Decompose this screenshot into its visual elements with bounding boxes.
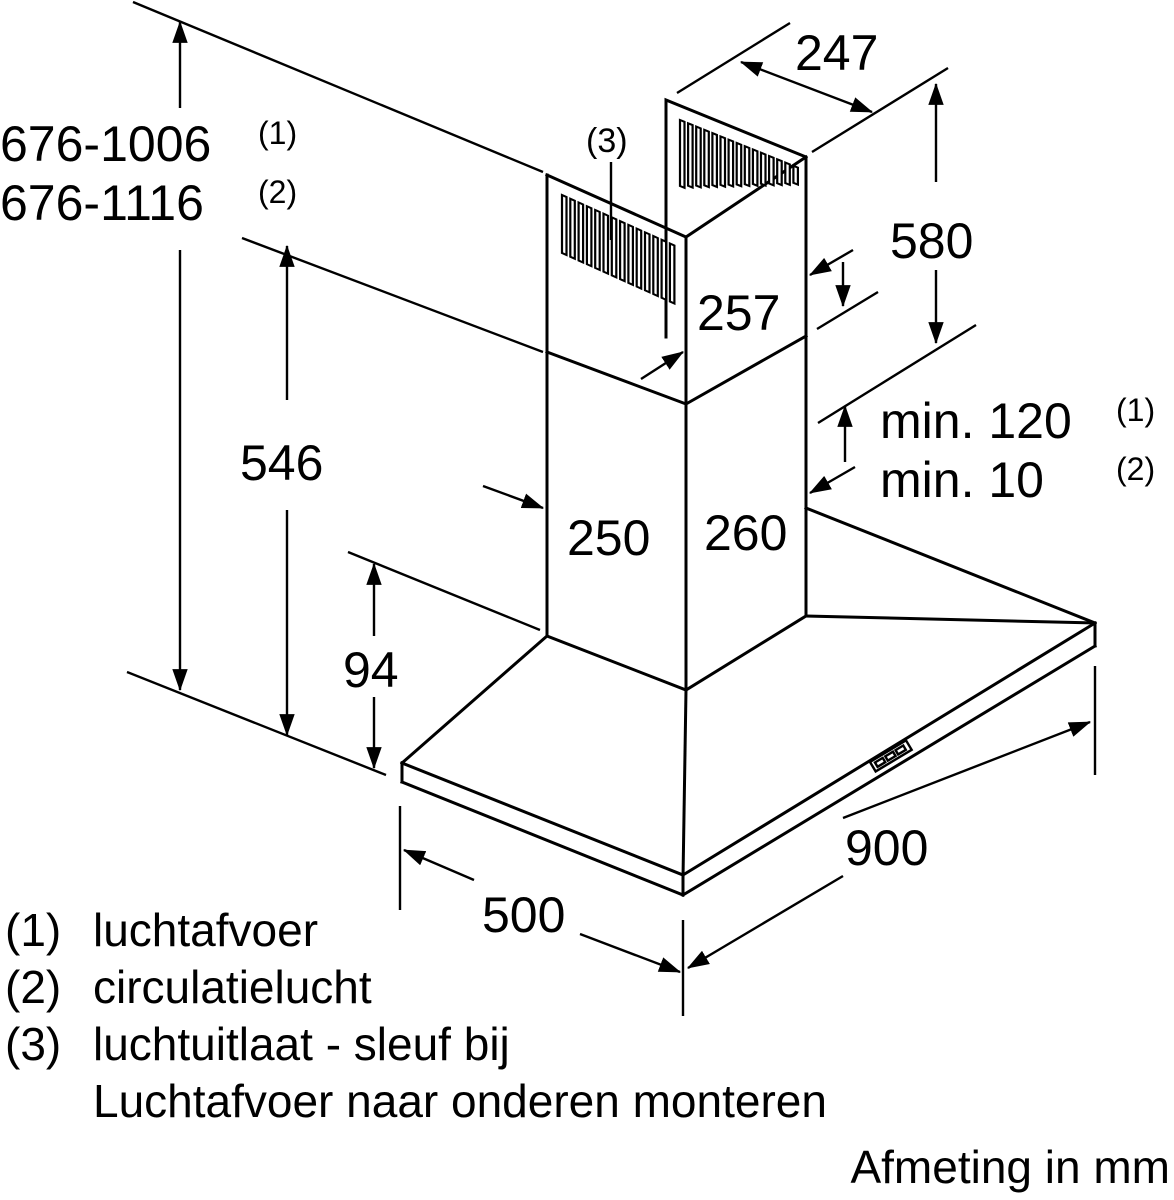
vent-slot [610, 215, 618, 279]
vent-slot [660, 238, 668, 302]
vent-slot [643, 230, 651, 294]
legend-marker-3: (3) [5, 1018, 61, 1070]
arrow-250-pointer [482, 484, 545, 510]
width-value: 900 [845, 820, 928, 876]
dimension-width [687, 666, 1097, 970]
vent-slot [652, 234, 659, 298]
min-gap-value-1: min. 120 [880, 393, 1072, 449]
air-outlet-slots-left [560, 193, 676, 306]
unit-note: Afmeting in mm [850, 1141, 1170, 1193]
hood-outline [399, 97, 1098, 898]
vent-slot [618, 219, 626, 283]
vent-slot [711, 131, 719, 189]
vent-slot [776, 157, 783, 187]
vent-slot [727, 138, 735, 188]
chimney-depth-lower-value: 260 [704, 505, 787, 561]
vent-slot [767, 154, 775, 187]
legend: (1) luchtafvoer (2) circulatielucht (3) … [5, 904, 1170, 1193]
legend-marker-1: (1) [5, 904, 61, 956]
vent-slot [602, 212, 610, 276]
dimension-min-gap [809, 404, 856, 495]
chimney-width-lower-value: 250 [567, 510, 650, 566]
vent-slot [687, 121, 694, 190]
vent-slot [792, 164, 800, 187]
vent-slot [743, 144, 751, 188]
dimension-hood-height [241, 236, 544, 737]
vent-slot [577, 200, 585, 265]
dimension-overlap [809, 248, 879, 331]
chimney-width-upper-value: 257 [697, 285, 780, 341]
vent-slot [735, 141, 743, 188]
vent-slot [678, 118, 686, 190]
total-height-note-2: (2) [258, 174, 297, 210]
legend-continuation: Luchtafvoer naar onderen monteren [93, 1075, 827, 1127]
vent-slot [695, 125, 702, 189]
chimney-upper-height-value: 580 [890, 213, 973, 269]
min-gap-note-1: (1) [1116, 392, 1155, 428]
total-height-value-1: 676-1006 [0, 116, 211, 172]
vent-slot [784, 160, 791, 187]
vent-slot [719, 134, 727, 189]
vent-slot [751, 147, 759, 188]
vent-slot [759, 151, 767, 188]
legend-marker-2: (2) [5, 961, 61, 1013]
upper-chimney-rear-panel [664, 97, 808, 339]
dimension-chimney-depth-top [676, 21, 949, 154]
total-height-value-2: 676-1116 [0, 175, 204, 231]
dimension-total-height [126, 0, 544, 777]
min-gap-note-2: (2) [1116, 451, 1155, 487]
vent-slot [668, 241, 676, 306]
vent-slot [635, 226, 643, 291]
arrow-257-pointer [640, 350, 684, 381]
air-outlet-slots-rear [678, 118, 800, 190]
vent-slot [585, 204, 593, 268]
legend-label-3: luchtuitlaat - sleuf bij [93, 1018, 510, 1070]
canopy-left-edge [399, 633, 550, 766]
legend-item-1: (1) luchtafvoer [5, 904, 318, 956]
vent-slot [627, 223, 635, 287]
depth-value: 500 [482, 887, 565, 943]
legend-label-1: luchtafvoer [93, 904, 318, 956]
hood-height-value: 546 [240, 435, 323, 491]
air-outlet-callout: (3) [586, 122, 628, 160]
legend-item-3: (3) luchtuitlaat - sleuf bij [5, 1018, 510, 1070]
chimney-depth-top-value: 247 [795, 25, 878, 81]
dimension-depth [398, 806, 685, 1016]
vent-slot [594, 208, 601, 272]
dimension-canopy-height [347, 550, 541, 770]
legend-label-2: circulatielucht [93, 961, 372, 1013]
control-panel-icon [868, 738, 914, 774]
canopy-height-value: 94 [343, 642, 399, 698]
vent-slot [560, 193, 568, 257]
legend-item-2: (2) circulatielucht [5, 961, 372, 1013]
min-gap-value-2: min. 10 [880, 452, 1044, 508]
vent-slot [703, 128, 710, 189]
total-height-note-1: (1) [258, 115, 297, 151]
vent-slot [569, 197, 576, 261]
